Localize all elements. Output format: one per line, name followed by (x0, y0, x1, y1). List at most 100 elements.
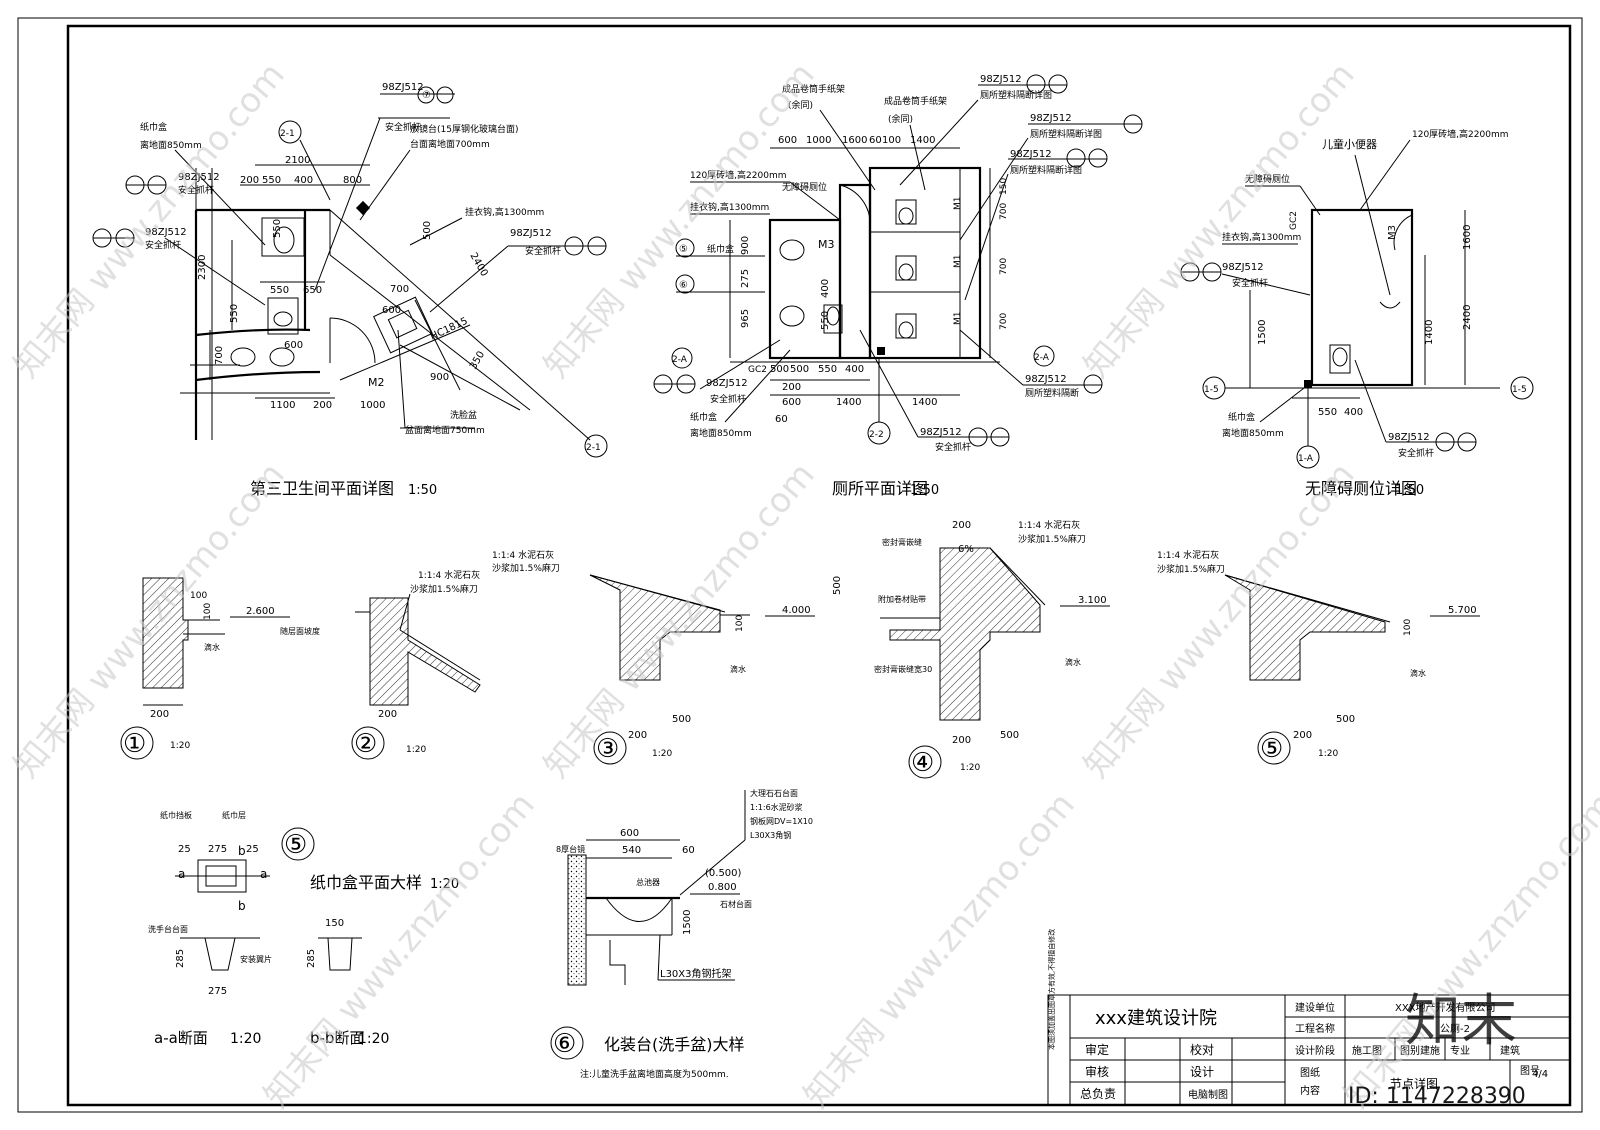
pb-title: 纸巾盒平面大样 (310, 873, 422, 892)
vd-60: 60 (682, 845, 695, 856)
dim-550c: 550 (270, 285, 289, 296)
basin-note: 洗脸盆 (450, 409, 477, 421)
pb-num: ⑤ (284, 830, 307, 860)
s4-dim-200b: 200 (952, 735, 971, 746)
window-hc1815: HC1815 (429, 316, 470, 343)
s4-add: 附加卷材贴带 (878, 594, 926, 604)
ref-safety-a2: 98ZJ512 (1388, 432, 1430, 443)
s1-elev: 2.600 (246, 606, 275, 617)
part-detail-3: 厕所塑料隔断详图 (1010, 164, 1082, 176)
s3-dim-100: 100 (735, 615, 745, 632)
pb-d25b: 25 (246, 844, 259, 855)
paper-box-h-a: 离地面850mm (1222, 427, 1284, 439)
dim-1000-t: 1000 (806, 135, 831, 146)
title-block: 本图须加盖出图章方有效,不得擅自修改 xxx建筑设计院 审定 校对 审核 设计 … (1047, 929, 1571, 1106)
pb-d285b: 285 (306, 949, 317, 968)
inner-border (66, 24, 1572, 1107)
safety-l2: 安全抓杆 (145, 239, 181, 251)
dim-400-a: 400 (1344, 407, 1363, 418)
plan2-title: 厕所平面详图 (832, 479, 928, 498)
pb-sec-a: a-a断面 (154, 1029, 208, 1047)
s5-elev: 5.700 (1448, 605, 1477, 616)
kids-urinal: 儿童小便器 (1322, 137, 1377, 151)
ref-part-3: 98ZJ512 (1010, 149, 1052, 160)
dim-700-r3: 700 (999, 313, 1009, 330)
mirror-note: 放镜台(15厚钢化玻璃台面) (410, 123, 518, 135)
ref-safety-t1: 98ZJ512 (706, 378, 748, 389)
s5-drip: 滴水 (1410, 668, 1426, 678)
s1-num: ① (123, 729, 146, 759)
s3-mortar: 1:1:4 水泥石灰 (492, 549, 554, 561)
s2-mortar: 1:1:4 水泥石灰 (418, 569, 480, 581)
vanity-detail: 600 540 60 8厚台镜 大理石石台面 1:1:6水泥砂浆 钢板网DV=1… (550, 788, 813, 1080)
vd-mortar: 1:1:6水泥砂浆 (750, 802, 803, 812)
gc2-t: GC2 (748, 365, 767, 375)
section-5: 1:1:4 水泥石灰 沙浆加1.5%麻刀 5.700 100 滴水 500 20… (1157, 549, 1480, 765)
door-m3: M3 (818, 238, 835, 251)
plan-toilet: 600 1000 1600 60 100 1400 900 275 965 40… (653, 74, 1143, 498)
tb-owner: XXX地产开发有限公司 (1395, 1001, 1496, 1014)
vd-note: 注:儿童洗手盆离地面高度为500mm. (580, 1068, 729, 1080)
tb-chief: 总负责 (1080, 1087, 1116, 1101)
pb-d150: 150 (325, 918, 344, 929)
door-m2: M2 (368, 376, 385, 389)
partition: 厕所塑料隔断 (1025, 387, 1079, 399)
s4-dim-500b: 500 (1000, 730, 1019, 741)
dim-1400-tc: 1400 (912, 397, 937, 408)
wm-id: ID: 1147228390 (1348, 1084, 1526, 1109)
s4-mortar2: 沙浆加1.5%麻刀 (1018, 533, 1086, 545)
plan1-title: 第三卫生间平面详图 (250, 479, 394, 498)
s1-dim-200: 200 (150, 709, 169, 720)
wm-3: 知末网 www.znzmo.com (1076, 55, 1362, 386)
s1-dim-100a: 100 (190, 591, 207, 601)
dim-500-ta: 500 (770, 364, 789, 375)
ref-part-4: 98ZJ512 (1025, 374, 1067, 385)
s2-dim-200: 200 (378, 709, 397, 720)
pb-d285a: 285 (175, 949, 186, 968)
axis-1-5-r: 1-5 (1512, 385, 1527, 395)
pb-sec-b: b-b断面 (310, 1029, 364, 1047)
basin-h: 盆面离地面750mm (405, 424, 485, 436)
tb-side-note: 本图须加盖出图章方有效,不得擅自修改 (1047, 929, 1056, 1050)
s4-dim-200: 200 (952, 520, 971, 531)
tb-content: 节点详图 (1390, 1076, 1438, 1091)
s3-elev: 4.000 (782, 605, 811, 616)
tb-pro: 建施 (1420, 1044, 1440, 1057)
dim-200-t: 200 (782, 382, 801, 393)
pb-d25a: 25 (178, 844, 191, 855)
dim-700b: 700 (390, 284, 409, 295)
paper-box-note: 纸巾盒 (140, 121, 167, 133)
paper-box-h-t2: 离地面850mm (690, 427, 752, 439)
dim-400-tb: 400 (845, 364, 864, 375)
s5-dim-100: 100 (1403, 619, 1413, 636)
pb-scale: 1:20 (430, 877, 459, 892)
tb-stage-label: 设计阶段 (1295, 1044, 1335, 1057)
dim-60-tb: 60 (775, 414, 788, 425)
pb-layer: 纸巾层 (222, 810, 246, 820)
ref-safety-t2: 98ZJ512 (920, 427, 962, 438)
s2-num: ② (354, 729, 377, 759)
dim-550a: 550 (262, 175, 281, 186)
vd-num: ⑥ (553, 1029, 576, 1059)
dim-550-a: 550 (1318, 407, 1337, 418)
svg-text:⑦: ⑦ (422, 90, 431, 101)
dim-600: 600 (284, 340, 303, 351)
vd-stone: 石材台面 (720, 899, 752, 909)
dim-500-tb: 500 (790, 364, 809, 375)
ref-safety-top: 98ZJ512 (382, 82, 424, 93)
vd-steel: 钢板网DV=1X10 (750, 816, 813, 826)
tb-sheet: 4/4 (1532, 1069, 1548, 1080)
dim-100-t: 100 (882, 135, 901, 146)
dim-2100: 2100 (285, 155, 310, 166)
s1-dim-100b: 100 (203, 603, 213, 620)
s2-scale: 1:20 (406, 745, 426, 755)
s5-scale: 1:20 (1318, 749, 1338, 759)
dim-1400-t: 1400 (910, 135, 935, 146)
s3-dim-500: 500 (672, 714, 691, 725)
wm-5: 知末网 www.znzmo.com (536, 455, 822, 786)
safety-top: 安全抓杆 (385, 121, 421, 133)
pb-board: 纸巾挡板 (160, 810, 192, 820)
dim-900: 900 (430, 372, 449, 383)
tissue-same: (余同) (788, 99, 813, 111)
